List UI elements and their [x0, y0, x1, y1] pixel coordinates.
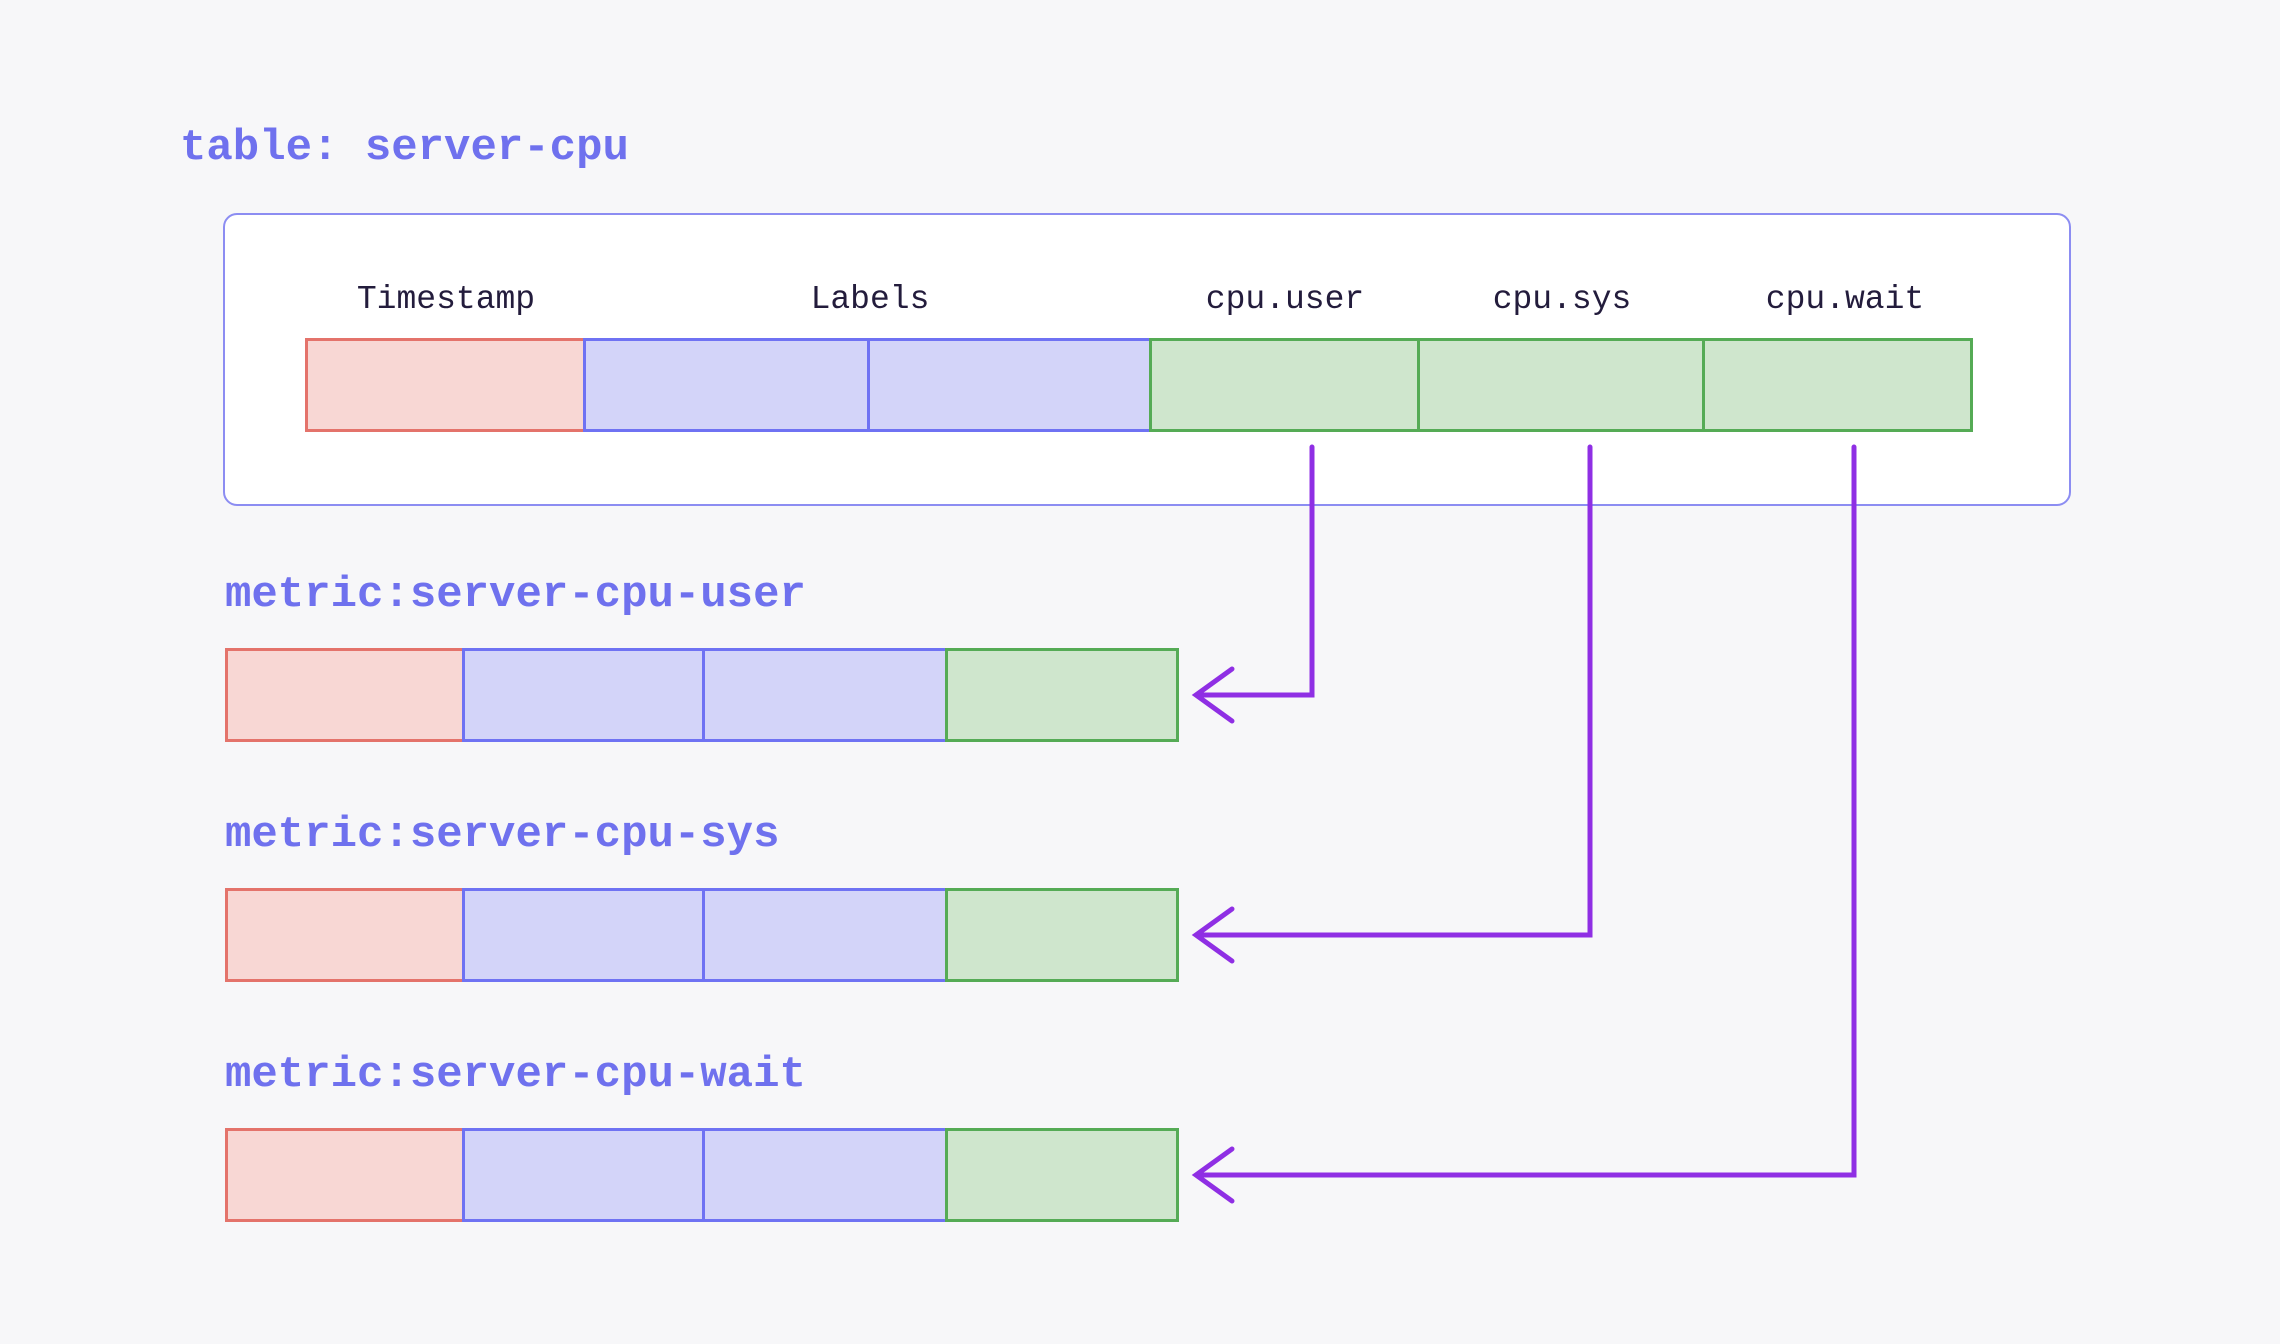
- column-header-cpu-wait: cpu.wait: [1765, 281, 1925, 318]
- metric-labels-cell: [462, 1128, 705, 1222]
- table-cpu-wait-cell: [1702, 338, 1973, 432]
- metric-wait-row: [225, 1128, 1179, 1222]
- metric-labels-cell: [702, 648, 948, 742]
- metric-user-row: [225, 648, 1179, 742]
- column-header-cpu-sys: cpu.sys: [1492, 281, 1632, 318]
- table-cpu-user-cell: [1149, 338, 1420, 432]
- metric-user-label: metric:server-cpu-user: [225, 570, 806, 620]
- metric-labels-cell: [462, 888, 705, 982]
- metric-labels-cell: [702, 888, 948, 982]
- column-header-timestamp: Timestamp: [356, 281, 536, 318]
- arrow-cpu-sys-to-metric: [1191, 444, 1593, 964]
- metric-labels-cell: [462, 648, 705, 742]
- table-labels-cell: [867, 338, 1152, 432]
- metric-value-cell: [945, 888, 1179, 982]
- column-header-cpu-user: cpu.user: [1205, 281, 1365, 318]
- metric-value-cell: [945, 1128, 1179, 1222]
- metric-value-cell: [945, 648, 1179, 742]
- table-labels-cell: [583, 338, 870, 432]
- metric-timestamp-cell: [225, 648, 465, 742]
- column-header-labels: Labels: [810, 281, 930, 318]
- metric-timestamp-cell: [225, 1128, 465, 1222]
- metric-labels-cell: [702, 1128, 948, 1222]
- table-timestamp-cell: [305, 338, 586, 432]
- arrow-cpu-wait-to-metric: [1191, 444, 1857, 1204]
- metric-sys-row: [225, 888, 1179, 982]
- metric-sys-label: metric:server-cpu-sys: [225, 810, 780, 860]
- metric-wait-label: metric:server-cpu-wait: [225, 1050, 806, 1100]
- table-cpu-sys-cell: [1417, 338, 1705, 432]
- metric-timestamp-cell: [225, 888, 465, 982]
- table-title: table: server-cpu: [180, 123, 629, 173]
